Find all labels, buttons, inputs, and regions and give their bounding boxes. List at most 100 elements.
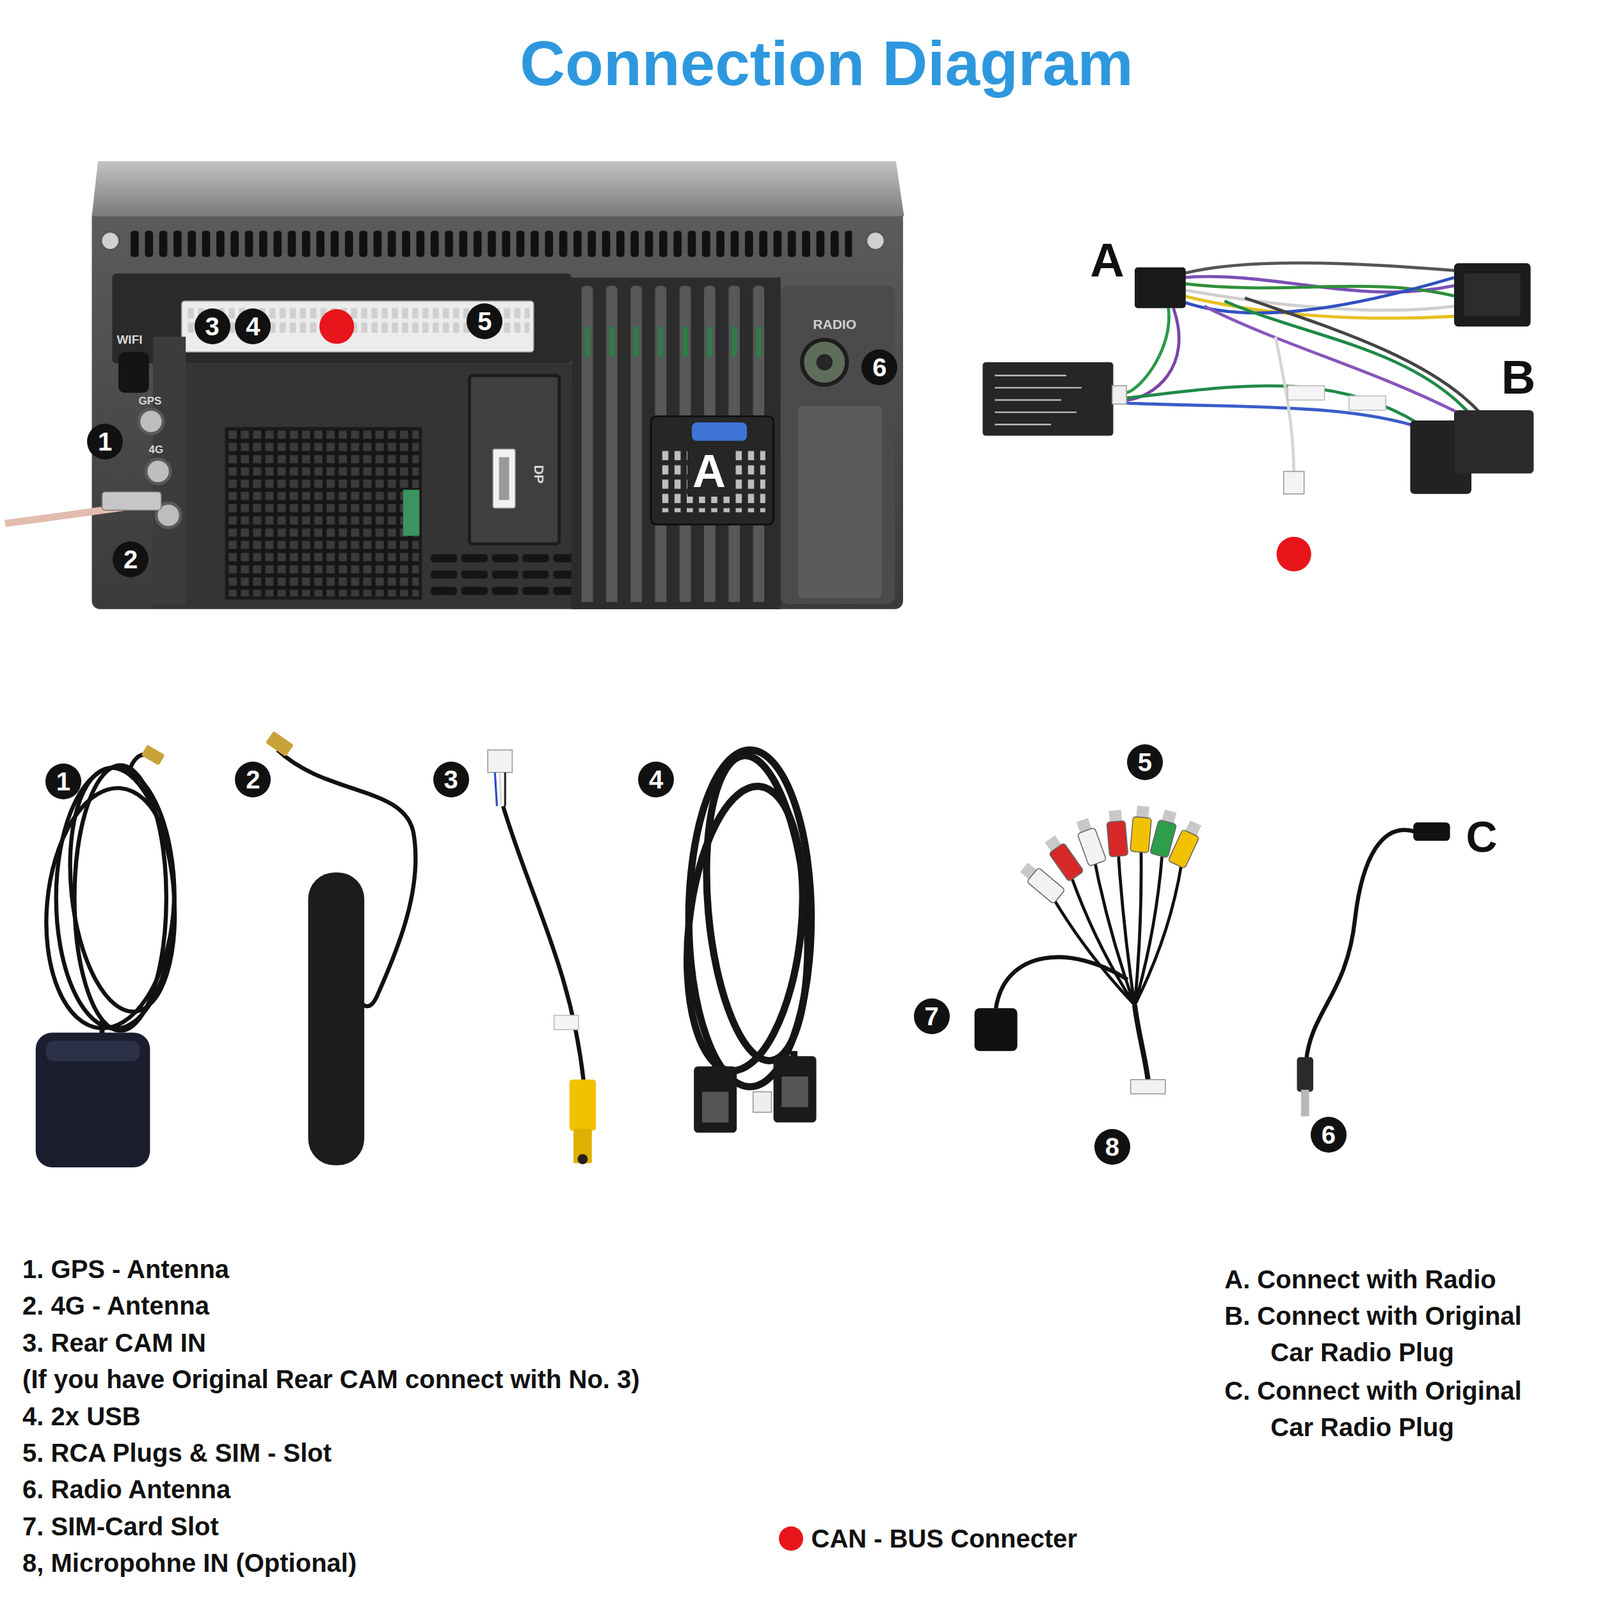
callout-number: 2: [234, 761, 271, 798]
radio-back-unit: [780, 285, 896, 604]
gps-antenna: [36, 782, 184, 1034]
lte-antenna: [265, 730, 294, 757]
callout-text: 6: [872, 354, 887, 381]
usb-cable: [781, 1076, 808, 1108]
usb-cable: [673, 780, 816, 1077]
radio-back-unit: [866, 231, 886, 251]
rear-camera-cable: [577, 1153, 588, 1165]
label-box: C: [1465, 814, 1497, 860]
rear-camera-cable: [554, 1015, 579, 1030]
wiring-harness: [1275, 336, 1295, 474]
rca-cable-bundle: [974, 805, 1205, 1094]
wiring-harness: [995, 375, 1083, 425]
radio-back-unit: [181, 300, 534, 352]
rear-camera-cable: [487, 750, 512, 773]
rca-cable-bundle: [1042, 833, 1085, 882]
part-label: DP: [531, 465, 546, 484]
wiring-harness: [1283, 471, 1305, 495]
wiring-harness: [1183, 263, 1455, 274]
note-text: B. Connect with Original Car Radio Plug: [1224, 1297, 1546, 1371]
radio-back-unit: [101, 231, 120, 251]
title-box: Connection Diagram: [519, 27, 1133, 100]
rear-camera-cable: [504, 772, 507, 807]
legend-text: CAN - BUS Connecter: [811, 1520, 1078, 1558]
note-text: 2. 4G - Antenna: [22, 1287, 210, 1325]
rca-cable-bundle: [995, 957, 1128, 1009]
radio-back-unit: [650, 416, 774, 525]
part-label: 4G: [149, 444, 164, 456]
callout-number: 1: [45, 763, 82, 800]
usb-cable: [753, 1091, 772, 1113]
rear-camera-cable: [499, 772, 502, 807]
gps-antenna: [74, 765, 166, 1032]
wiring-harness: [1126, 308, 1179, 400]
usb-cable: [773, 1056, 817, 1123]
rear-camera-cable: [503, 806, 584, 1082]
wiring-harness: [1224, 300, 1470, 413]
wiring-harness: [1134, 267, 1186, 309]
label-box: B: [1501, 352, 1536, 403]
radio-back-unit: [91, 161, 904, 217]
label-box: (If you have Original Rear CAM connect w…: [22, 1361, 640, 1398]
note-text: 7. SIM-Card Slot: [22, 1508, 219, 1545]
radio-back-unit: [492, 449, 516, 509]
note-text: 8, Micropohne IN (Optional): [22, 1544, 357, 1582]
part-label: GPS: [138, 395, 162, 408]
wiring-harness: [1203, 305, 1460, 413]
part-label: A: [1089, 235, 1124, 286]
radio-back-unit: [801, 339, 847, 385]
wiring-harness: [1464, 273, 1521, 317]
rca-cable-bundle: [1077, 827, 1107, 867]
radio-back-unit: [5, 161, 905, 610]
callout-text: 1: [97, 428, 112, 455]
callout-text: 4: [648, 766, 664, 793]
rca-cable-bundle: [1026, 867, 1065, 905]
label-box: GPS: [138, 395, 162, 408]
callout-number: 3: [433, 761, 470, 798]
gps-antenna: [46, 1040, 141, 1062]
rca-cable-bundle: [1168, 819, 1204, 869]
note-text: 3. Rear CAM IN: [22, 1324, 207, 1362]
callout-text: 6: [1321, 1121, 1336, 1148]
gps-antenna: [35, 744, 187, 1168]
callout-number: 8: [1094, 1128, 1131, 1165]
callout-text: 2: [245, 766, 260, 793]
label-box: A: [1089, 235, 1124, 286]
lte-antenna: [265, 730, 416, 1166]
rca-cable-bundle: [1106, 820, 1128, 857]
gps-antenna: [141, 744, 166, 767]
label-box: 6. Radio Antenna: [22, 1471, 231, 1508]
radio-back-unit: [691, 422, 747, 441]
callout-text: 5: [1137, 749, 1152, 776]
callout-number: 4: [638, 761, 674, 798]
part-label: RADIO: [812, 317, 857, 332]
label-box: 3. Rear CAM IN: [22, 1324, 207, 1362]
label-box: 8, Micropohne IN (Optional): [22, 1544, 357, 1582]
label-box: A: [687, 446, 731, 498]
callout-number: 3: [194, 308, 231, 345]
callout-text: 2: [123, 546, 138, 573]
note-text: 6. Radio Antenna: [22, 1471, 231, 1508]
rca-cable-bundle: [1048, 842, 1085, 882]
radio-back-unit: [91, 209, 904, 610]
note-text: A. Connect with Radio: [1224, 1261, 1496, 1298]
radio-antenna-adapter: [1296, 822, 1450, 1117]
lte-antenna: [308, 872, 365, 1166]
label-box: 5. RCA Plugs & SIM - Slot: [22, 1434, 332, 1472]
radio-back-unit: [319, 309, 354, 344]
radio-back-unit: [798, 406, 882, 599]
wiring-harness: [1454, 263, 1531, 327]
callout-number: 7: [913, 998, 950, 1035]
part-label: C: [1465, 814, 1497, 860]
note-text: 4. 2x USB: [22, 1398, 141, 1435]
radio-back-unit: [101, 491, 161, 511]
rca-cable-bundle: [1130, 1079, 1166, 1094]
callout-text: 1: [56, 768, 71, 795]
rca-cable-bundle: [1130, 805, 1153, 853]
callout-number: 6: [861, 349, 898, 386]
callout-text: 5: [477, 308, 492, 335]
legend-row: CAN - BUS Connecter: [778, 1520, 1078, 1558]
wiring-harness: [1276, 536, 1312, 572]
rear-camera-cable: [487, 750, 596, 1165]
radio-back-unit: [428, 551, 572, 603]
